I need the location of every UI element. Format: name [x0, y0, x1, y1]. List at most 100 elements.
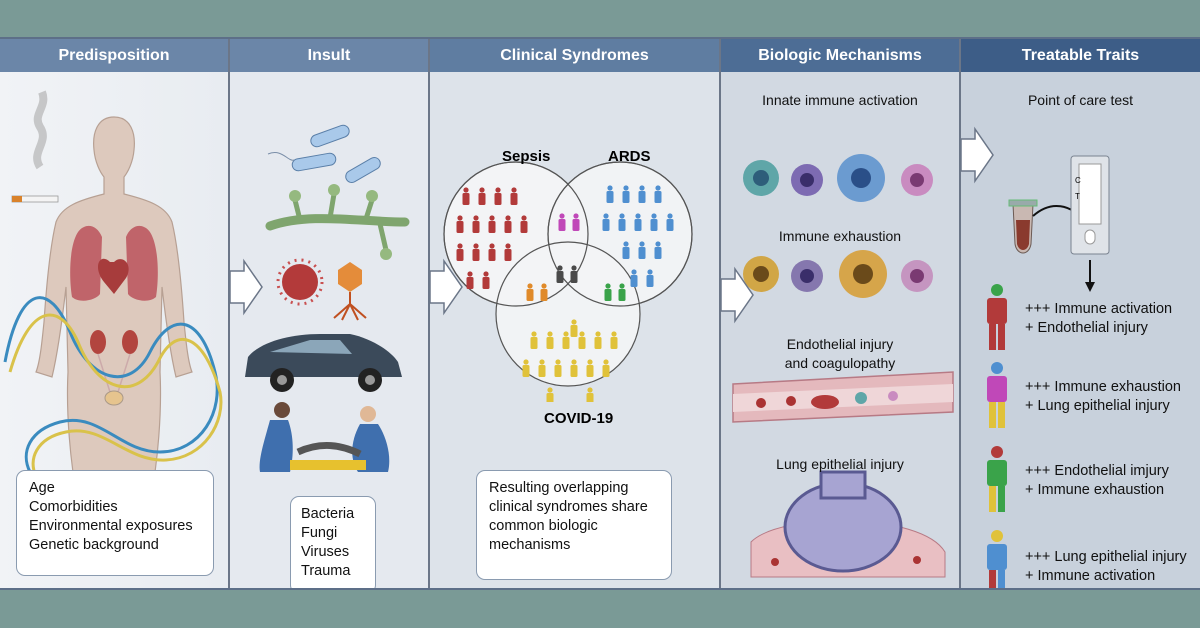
covid-person	[578, 331, 586, 349]
mechanism-innate-activation: Innate immune activation	[762, 92, 918, 108]
treatable-traits-illustrations	[987, 155, 1110, 588]
trait-3-primary: +++ Endothelial imjury	[1025, 463, 1169, 479]
sepsis-person	[504, 215, 512, 233]
sepsis-person	[520, 215, 528, 233]
covid-person	[602, 359, 610, 377]
covid-person	[570, 359, 578, 377]
clinical-syndromes-panel: Clinical Syndromes Sepsis ARDS COVID-19 …	[430, 39, 721, 588]
insult-types-box: Bacteria Fungi Viruses Trauma	[290, 496, 376, 588]
trait-2-secondary: + Lung epithelial injury	[1025, 398, 1170, 414]
insult-bacteria: Bacteria	[301, 506, 355, 522]
ards-covid-person	[618, 283, 626, 301]
ards-person	[638, 241, 646, 259]
covid-person	[610, 331, 618, 349]
sepsis-person	[472, 215, 480, 233]
ards-person	[654, 241, 662, 259]
ards-person	[634, 213, 642, 231]
sepsis-person	[504, 243, 512, 261]
test-cassette-icon	[1070, 155, 1110, 255]
ards-person	[650, 213, 658, 231]
sepsis-person	[488, 215, 496, 233]
venn-label-ards: ARDS	[608, 148, 651, 165]
covid-person	[570, 319, 578, 337]
insult-illustrations	[245, 124, 410, 472]
covid-person	[546, 331, 554, 349]
trait-1: +++ Immune activation + Endothelial inju…	[1025, 300, 1172, 338]
covid-person	[546, 387, 554, 402]
biologic-mechanisms-panel: Biologic Mechanisms Innate immune activa…	[721, 39, 961, 588]
ards-person	[618, 213, 626, 231]
virus-icon	[276, 258, 367, 321]
ards-covid-person	[604, 283, 612, 301]
insult-viruses: Viruses	[301, 544, 350, 560]
covid-person	[594, 331, 602, 349]
covid-person	[586, 359, 594, 377]
covid-person	[538, 359, 546, 377]
ards-person	[602, 213, 610, 231]
sepsis-ards-person	[572, 213, 580, 231]
trait-2: +++ Immune exhaustion + Lung epithelial …	[1025, 378, 1181, 416]
alveolus-icon	[750, 470, 946, 578]
sepsis-person	[482, 271, 490, 289]
mechanism-coagulopathy: and coagulopathy	[784, 355, 896, 371]
biologic-mechanisms-header: Biologic Mechanisms	[721, 39, 959, 72]
trait-2-primary: +++ Immune exhaustion	[1025, 379, 1181, 395]
sepsis-person	[478, 187, 486, 205]
note-line-2: clinical syndromes share	[489, 499, 648, 515]
mechanism-lung-epithelial-injury: Lung epithelial injury	[776, 456, 904, 472]
sepsis-person	[466, 271, 474, 289]
trait-1-secondary: + Endothelial injury	[1025, 320, 1148, 336]
trait-4-person-icon	[987, 530, 1007, 588]
trait-1-person-icon	[987, 284, 1007, 350]
note-line-3: common biologic	[489, 518, 598, 534]
all-three-person	[556, 265, 564, 283]
predisposition-panel: Predisposition	[0, 39, 230, 588]
insult-trauma: Trauma	[301, 563, 351, 579]
infographic-frame: Predisposition	[0, 37, 1200, 590]
trait-3-person-icon	[987, 446, 1007, 512]
mechanism-illustrations	[732, 154, 954, 578]
insult-header: Insult	[230, 39, 428, 72]
covid-person	[554, 359, 562, 377]
activated-immune-cells-icon	[743, 154, 933, 202]
all-three-person	[570, 265, 578, 283]
factor-age: Age	[29, 480, 55, 496]
sepsis-covid-person	[540, 283, 548, 301]
point-of-care-label: Point of care test	[1027, 92, 1134, 108]
venn-label-sepsis: Sepsis	[502, 148, 551, 165]
sepsis-person	[472, 243, 480, 261]
venn-label-covid: COVID-19	[544, 410, 614, 427]
car-crash-icon	[245, 334, 402, 392]
venn-diagram	[443, 161, 693, 402]
covid-person	[562, 331, 570, 349]
ards-person	[666, 213, 674, 231]
trait-2-person-icon	[987, 362, 1007, 428]
ards-person	[622, 185, 630, 203]
blood-vessel-icon	[732, 371, 954, 423]
trait-3-secondary: + Immune exhaustion	[1025, 482, 1165, 498]
factor-comorbidities: Comorbidities	[29, 499, 118, 515]
predisposition-header: Predisposition	[0, 39, 228, 72]
trait-1-primary: +++ Immune activation	[1025, 301, 1173, 317]
ards-person	[622, 241, 630, 259]
clinical-syndromes-note-box: Resulting overlapping clinical syndromes…	[476, 470, 672, 580]
ards-person	[638, 185, 646, 203]
note-line-1: Resulting overlapping	[489, 480, 629, 496]
insult-fungi: Fungi	[301, 525, 338, 541]
clinical-syndromes-header: Clinical Syndromes	[430, 39, 719, 72]
sepsis-person	[488, 243, 496, 261]
trait-3: +++ Endothelial imjury + Immune exhausti…	[1025, 462, 1169, 500]
sepsis-ards-person	[558, 213, 566, 231]
trait-4-secondary: + Immune activation	[1025, 568, 1156, 584]
mechanism-immune-exhaustion: Immune exhaustion	[778, 228, 902, 244]
covid-person	[522, 359, 530, 377]
exhausted-immune-cells-icon	[743, 250, 933, 298]
sepsis-covid-person	[526, 283, 534, 301]
mechanism-endothelial-injury: Endothelial injury	[786, 336, 894, 352]
factor-environmental: Environmental exposures	[29, 518, 193, 534]
predisposition-factors-box: Age Comorbidities Environmental exposure…	[16, 470, 214, 576]
covid-person	[530, 331, 538, 349]
ards-person	[630, 269, 638, 287]
sepsis-person	[510, 187, 518, 205]
ards-person	[646, 269, 654, 287]
